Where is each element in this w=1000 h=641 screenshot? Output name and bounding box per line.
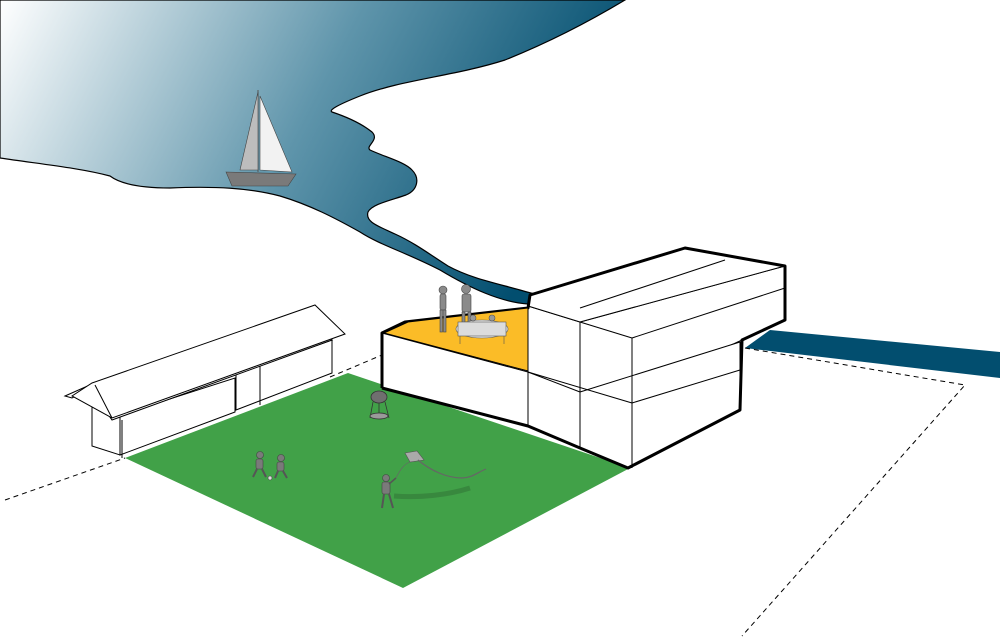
barbecue-grill xyxy=(369,390,390,420)
dining-table xyxy=(455,314,509,344)
sea xyxy=(0,0,627,305)
sea-channel xyxy=(745,330,1000,378)
children-playing xyxy=(252,451,288,481)
lawn xyxy=(125,373,630,588)
sailboat xyxy=(225,90,297,187)
property-boundary xyxy=(4,309,966,637)
shed xyxy=(63,304,346,458)
child-flying-kite xyxy=(381,474,471,509)
house xyxy=(380,246,787,470)
kite xyxy=(395,450,487,479)
